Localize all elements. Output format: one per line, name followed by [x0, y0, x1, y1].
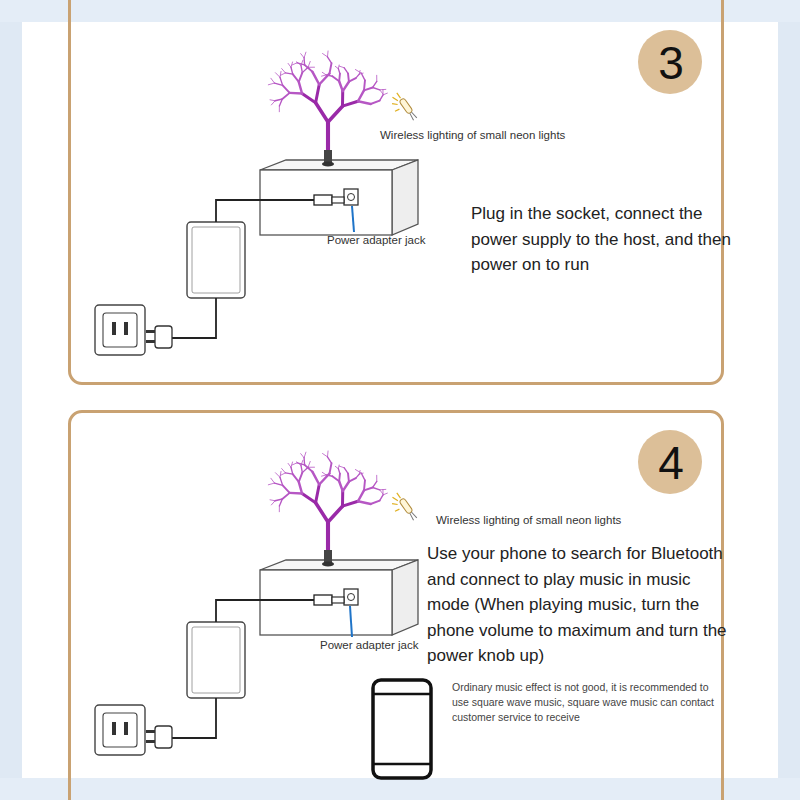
instruction-text: Use your phone to search for Bluetooth a…	[427, 541, 727, 669]
dc-plug	[314, 195, 332, 205]
cable	[172, 298, 216, 338]
neon-bulb-icon	[387, 491, 418, 526]
note-text: Ordinary music effect is not good, it is…	[452, 680, 720, 725]
dc-plug	[332, 197, 344, 203]
cable	[172, 698, 216, 738]
dc-plug	[314, 595, 332, 605]
callout-label: Wireless lighting of small neon lights	[380, 129, 565, 141]
wall-socket	[95, 705, 145, 755]
step-number: 4	[658, 436, 684, 490]
phone-icon	[373, 680, 431, 778]
neon-bulb-icon	[387, 91, 418, 126]
scene	[95, 451, 418, 755]
page-ground	[22, 22, 778, 778]
mains-plug	[146, 326, 172, 348]
step-badge: 4	[637, 429, 705, 497]
spark-tree	[268, 51, 387, 152]
step-number: 3	[658, 36, 684, 90]
cable	[216, 200, 314, 222]
scene	[95, 51, 418, 355]
page-edge	[0, 0, 800, 22]
leader-line	[352, 206, 354, 232]
wall-socket	[95, 305, 145, 355]
step-badge: 3	[637, 29, 705, 97]
instruction-text: Plug in the socket, connect the power su…	[471, 201, 741, 278]
host-box	[260, 150, 418, 235]
page-edge	[0, 778, 800, 800]
cable	[216, 600, 314, 622]
host-box	[260, 550, 418, 635]
callout-label: Power adapter jack	[320, 639, 418, 651]
step-panel: Use your phone to search for Bluetooth a…	[68, 410, 724, 800]
power-adapter	[187, 222, 245, 298]
leader-line	[350, 606, 352, 637]
spark-tree	[268, 451, 387, 552]
dc-plug	[332, 597, 344, 603]
step-panel: Plug in the socket, connect the power su…	[68, 0, 724, 385]
power-adapter	[187, 622, 245, 698]
callout-label: Power adapter jack	[327, 234, 425, 246]
callout-label: Wireless lighting of small neon lights	[436, 514, 621, 526]
mains-plug	[146, 726, 172, 748]
